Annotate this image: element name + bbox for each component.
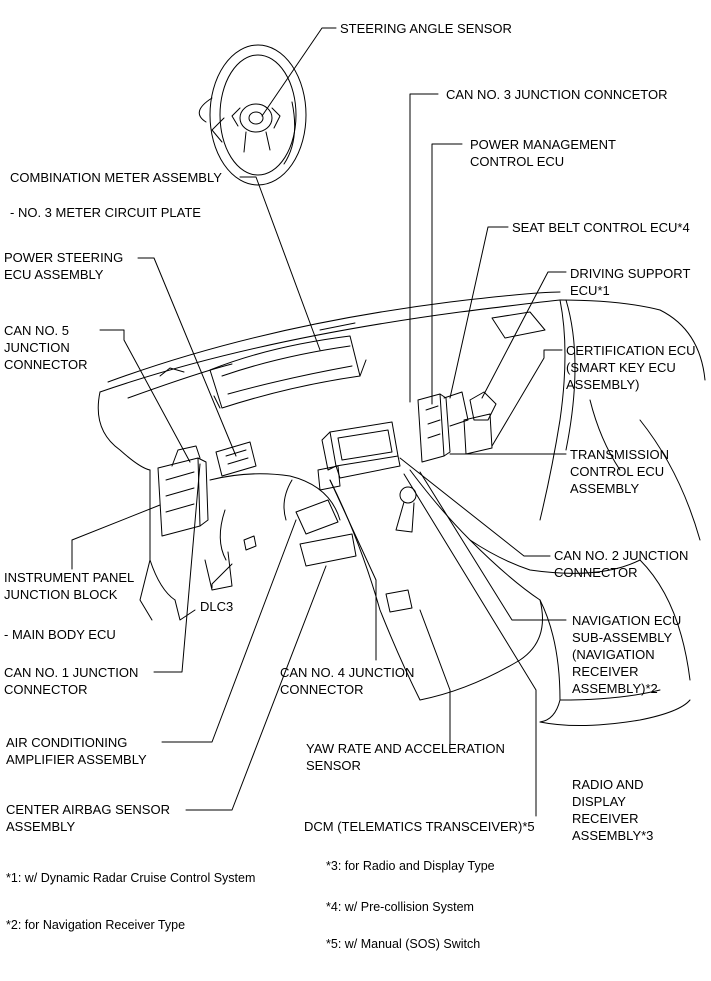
seat-belt-ecu-label: SEAT BELT CONTROL ECU*4	[512, 220, 690, 235]
ecu-stack-drawing	[417, 391, 497, 463]
dashboard-outline	[97, 291, 706, 727]
can5-junction-label: CAN NO. 5 JUNCTION CONNECTOR	[4, 323, 88, 372]
can3-junction-label: CAN NO. 3 JUNCTION CONNCETOR	[446, 87, 668, 102]
radio-display-label: RADIO AND DISPLAY RECEIVER ASSEMBLY*3	[572, 777, 654, 843]
power-steering-ecu-drawing	[215, 441, 257, 477]
yaw-rate-sensor-label: YAW RATE AND ACCELERATION SENSOR	[306, 741, 505, 773]
leader-lines	[71, 27, 567, 817]
instrument-panel-block-drawing	[157, 445, 209, 537]
meter-circuit-plate-label: - NO. 3 METER CIRCUIT PLATE	[10, 205, 201, 220]
power-steering-ecu-label: POWER STEERING ECU ASSEMBLY	[4, 250, 124, 282]
note-3: *3: for Radio and Display Type	[326, 859, 495, 873]
combination-meter-label: COMBINATION METER ASSEMBLY	[10, 170, 222, 185]
note-4: *4: w/ Pre-collision System	[326, 900, 474, 914]
certification-ecu-label: CERTIFICATION ECU (SMART KEY ECU ASSEMBL…	[566, 343, 696, 392]
transmission-ecu-label: TRANSMISSION CONTROL ECU ASSEMBLY	[570, 447, 669, 496]
can1-junction-label: CAN NO. 1 JUNCTION CONNECTOR	[4, 665, 139, 697]
navigation-ecu-label: NAVIGATION ECU SUB-ASSEMBLY (NAVIGATION …	[572, 613, 682, 696]
steering-wheel-drawing	[198, 44, 307, 186]
console-components-drawing	[243, 465, 413, 613]
center-airbag-label: CENTER AIRBAG SENSOR ASSEMBLY	[6, 802, 170, 834]
can2-junction-label: CAN NO. 2 JUNCTION CONNECTOR	[554, 548, 689, 580]
navigation-unit-drawing	[321, 421, 401, 479]
combination-meter-drawing	[209, 335, 367, 409]
main-body-ecu-label: - MAIN BODY ECU	[4, 627, 116, 642]
note-5: *5: w/ Manual (SOS) Switch	[326, 937, 481, 951]
can4-junction-label: CAN NO. 4 JUNCTION CONNECTOR	[280, 665, 415, 697]
note-2: *2: for Navigation Receiver Type	[6, 918, 186, 932]
driving-support-ecu-label: DRIVING SUPPORT ECU*1	[570, 266, 691, 298]
power-management-ecu-label: POWER MANAGEMENT CONTROL ECU	[470, 137, 616, 169]
air-conditioning-label: AIR CONDITIONING AMPLIFIER ASSEMBLY	[6, 735, 147, 767]
note-1: *1: w/ Dynamic Radar Cruise Control Syst…	[6, 871, 256, 885]
instrument-panel-block-label: INSTRUMENT PANEL JUNCTION BLOCK	[4, 570, 135, 602]
steering-angle-sensor-label: STEERING ANGLE SENSOR	[340, 21, 512, 36]
dcm-label: DCM (TELEMATICS TRANSCEIVER)*5	[304, 819, 535, 834]
dlc3-label: DLC3	[200, 599, 234, 614]
